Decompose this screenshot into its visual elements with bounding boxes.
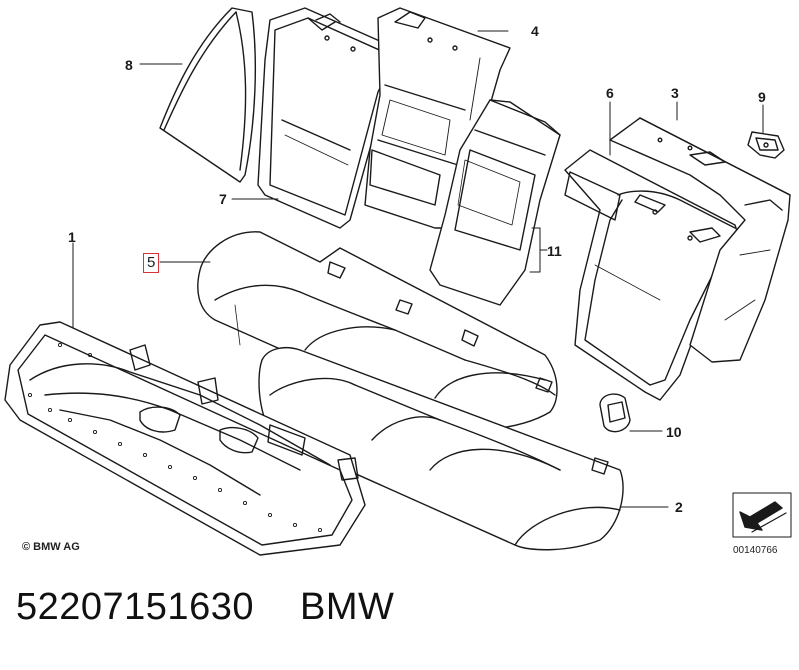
callout-6: 6	[606, 85, 614, 101]
part-5-seat-cushion	[197, 231, 558, 430]
part-8-side-panel	[159, 7, 257, 183]
callout-5-highlighted[interactable]: 5	[143, 253, 160, 273]
callout-9: 9	[758, 89, 766, 105]
brand-name: BMW	[299, 586, 395, 628]
part-3-rear-frame	[609, 117, 791, 363]
diagram-id: 00140766	[733, 545, 778, 556]
callout-3: 3	[671, 85, 679, 101]
callout-8: 8	[125, 57, 133, 73]
callout-1: 1	[68, 229, 76, 245]
callout-2: 2	[675, 499, 683, 515]
callout-11: 11	[547, 243, 562, 259]
part-number: 52207151630	[16, 586, 254, 628]
part-11-armrest	[429, 99, 561, 306]
part-6-backrest-right	[564, 149, 741, 401]
part-7-backrest-left	[257, 7, 406, 229]
callout-7: 7	[219, 191, 227, 207]
part-9-bracket	[747, 131, 785, 159]
part-number-line: 52207151630 BMW	[16, 586, 394, 629]
part-10-cap	[599, 393, 631, 433]
callout-10: 10	[666, 424, 682, 440]
callout-4: 4	[531, 23, 539, 39]
leader-lines	[72, 30, 764, 508]
part-1-seat-frame	[4, 321, 366, 556]
copyright-notice: © BMW AG	[22, 541, 80, 553]
orientation-arrow-icon	[732, 492, 792, 538]
